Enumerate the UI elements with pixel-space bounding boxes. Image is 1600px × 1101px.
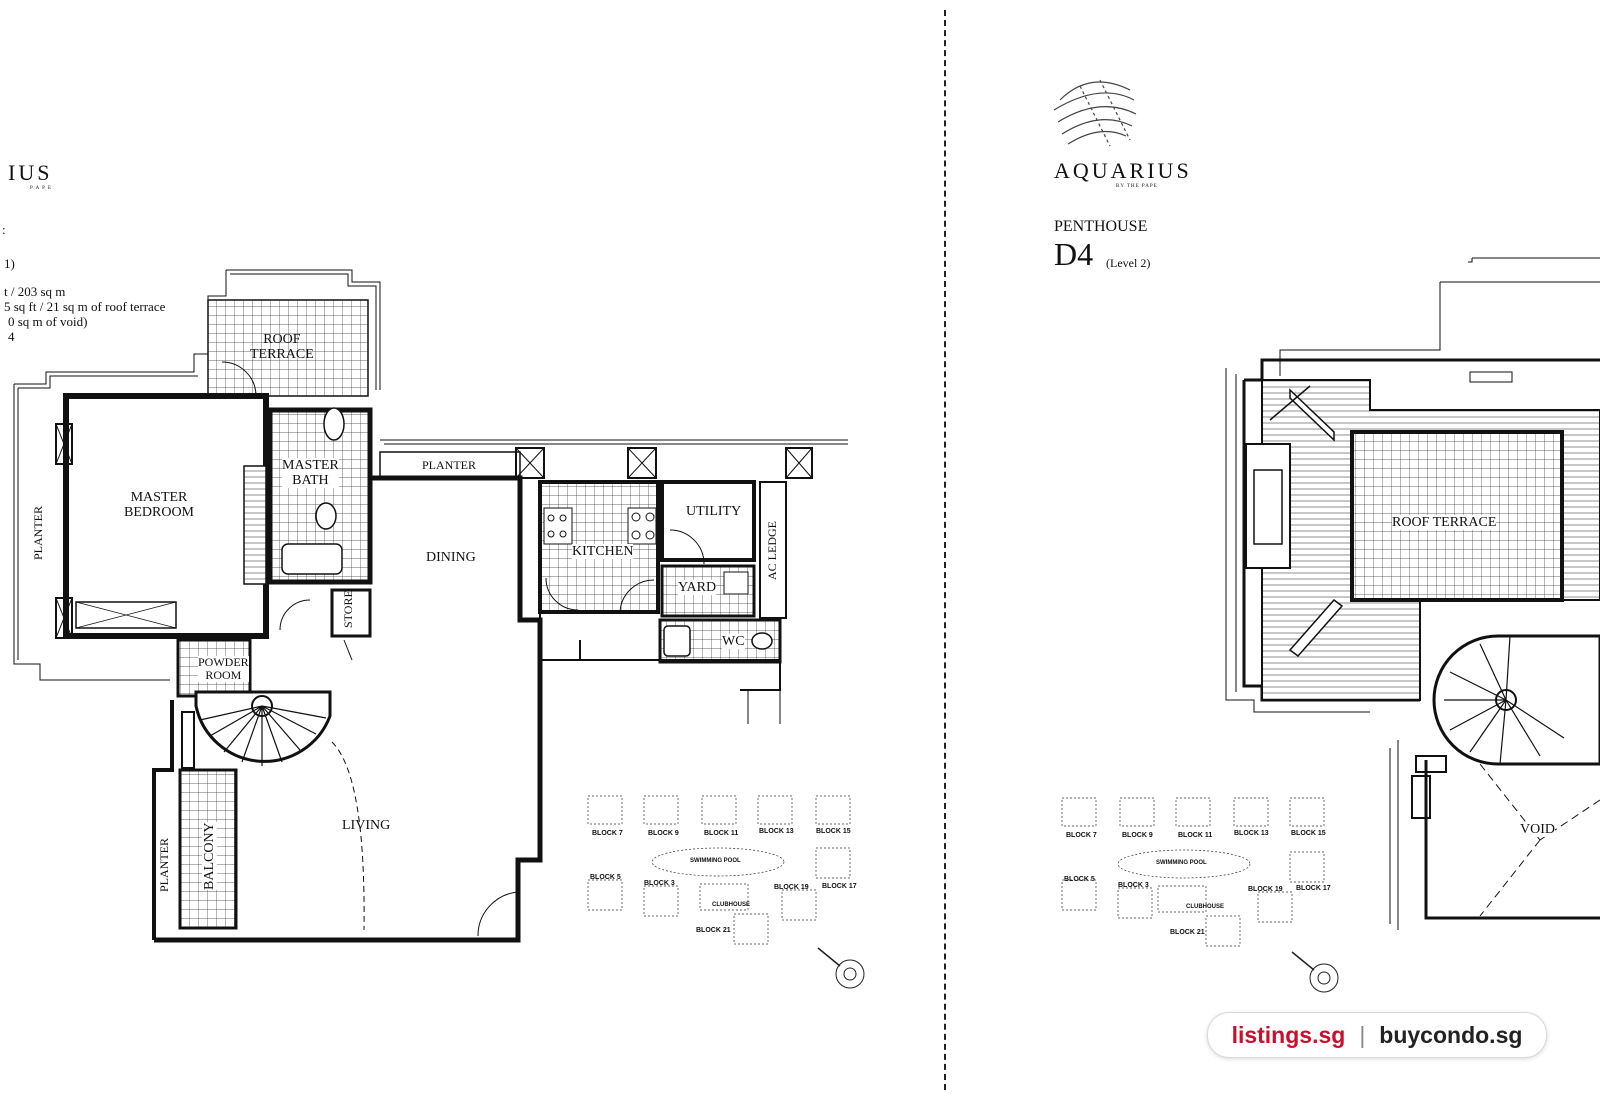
site-block-21: BLOCK 21 — [696, 927, 731, 934]
right-floorplan-page: AQUARIUS BY THE PAPE PENTHOUSE D4 (Level… — [950, 0, 1600, 1101]
roof-terrace-floor — [207, 299, 369, 397]
site-block-19: BLOCK 19 — [1248, 886, 1283, 893]
site-block-11: BLOCK 11 — [1178, 832, 1213, 839]
level-fragment: 1) — [4, 256, 15, 271]
master-bedroom-label: MASTER BEDROOM — [124, 490, 195, 520]
watermark-link-listings[interactable]: listings.sg — [1231, 1021, 1346, 1048]
living-dining-outline — [154, 475, 543, 943]
area-line-4: 4 — [8, 329, 15, 344]
master-bath-label: MASTER BATH — [282, 458, 339, 488]
powder-room-label: POWDER ROOM — [198, 655, 249, 682]
living-label: LIVING — [342, 818, 391, 833]
site-key-plan — [587, 795, 851, 945]
watermark-badge[interactable]: listings.sg | buycondo.sg — [1207, 1012, 1547, 1058]
store-label: STORE — [341, 590, 355, 628]
site-block-21: BLOCK 21 — [1170, 929, 1205, 936]
unit-code: D4 — [1054, 236, 1094, 272]
site-block-5: BLOCK 5 — [1064, 876, 1095, 883]
balcony-label: BALCONY — [202, 822, 217, 890]
spiral-staircase — [194, 690, 332, 766]
site-block-17: BLOCK 17 — [1296, 885, 1331, 892]
site-swimming-pool: SWIMMING POOL — [690, 858, 741, 864]
north-compass — [817, 947, 865, 989]
planter-left-label: PLANTER — [31, 506, 45, 560]
site-block-13: BLOCK 13 — [1234, 830, 1269, 837]
left-floorplan-page: IUS P A P E : 1) t / 203 sq m 5 sq ft / … — [2, 160, 865, 989]
wc-label: WC — [722, 634, 745, 649]
title-fragment: : — [2, 222, 6, 237]
kitchen-label: KITCHEN — [572, 544, 634, 559]
aquarius-logo-mark — [1053, 79, 1137, 147]
brand-logo-text: AQUARIUS — [1054, 158, 1192, 183]
site-block-3: BLOCK 3 — [644, 880, 675, 887]
utility-label: UTILITY — [686, 504, 742, 519]
site-block-9: BLOCK 9 — [648, 830, 679, 837]
site-key-plan — [1061, 797, 1325, 947]
area-line-3: 0 sq m of void) — [8, 314, 88, 329]
site-block-19: BLOCK 19 — [774, 884, 809, 891]
ac-ledge-outline — [759, 481, 787, 619]
planter-top-label: PLANTER — [422, 458, 476, 472]
store-outline — [330, 588, 372, 638]
site-block-17: BLOCK 17 — [822, 883, 857, 890]
site-block-13: BLOCK 13 — [759, 828, 794, 835]
site-swimming-pool: SWIMMING POOL — [1156, 860, 1207, 866]
area-line-2: 5 sq ft / 21 sq m of roof terrace — [4, 299, 166, 314]
roof-terrace-label: ROOF TERRACE — [1392, 515, 1497, 530]
area-line-1: t / 203 sq m — [4, 284, 66, 299]
site-block-3: BLOCK 3 — [1118, 882, 1149, 889]
utility-room-outline — [660, 480, 756, 562]
planter-bottom-label: PLANTER — [157, 838, 171, 892]
site-block-15: BLOCK 15 — [1291, 830, 1326, 837]
unit-type: PENTHOUSE — [1054, 218, 1148, 235]
roof-terrace-outline — [226, 269, 381, 390]
void-label: VOID — [1520, 822, 1555, 837]
dining-label: DINING — [426, 550, 476, 565]
site-clubhouse: CLUBHOUSE — [1186, 904, 1225, 910]
brand-subtitle-partial: P A P E — [30, 186, 53, 191]
brand-subtitle: BY THE PAPE — [1116, 184, 1158, 189]
north-compass — [1291, 951, 1339, 993]
site-block-9: BLOCK 9 — [1122, 832, 1153, 839]
void-outline — [1424, 760, 1600, 920]
brand-logo-text-partial: IUS — [8, 160, 53, 185]
watermark-separator: | — [1359, 1021, 1366, 1048]
watermark-link-buycondo[interactable]: buycondo.sg — [1379, 1021, 1523, 1048]
roof-terrace-label: ROOF TERRACE — [250, 332, 314, 362]
site-block-15: BLOCK 15 — [816, 828, 851, 835]
site-clubhouse: CLUBHOUSE — [712, 902, 751, 908]
site-block-7: BLOCK 7 — [592, 830, 623, 837]
right-floorplan-drawing — [1053, 79, 1600, 993]
yard-label: YARD — [678, 580, 717, 595]
site-block-7: BLOCK 7 — [1066, 832, 1097, 839]
ac-ledge-label: AC LEDGE — [765, 521, 779, 580]
floorplan-drawing — [13, 269, 865, 989]
page-gutter-divider — [944, 10, 946, 1090]
site-block-11: BLOCK 11 — [704, 830, 739, 837]
site-block-5: BLOCK 5 — [590, 874, 621, 881]
spiral-staircase — [1432, 634, 1600, 766]
outer-wall-left — [14, 353, 208, 385]
unit-level: (Level 2) — [1106, 256, 1151, 270]
